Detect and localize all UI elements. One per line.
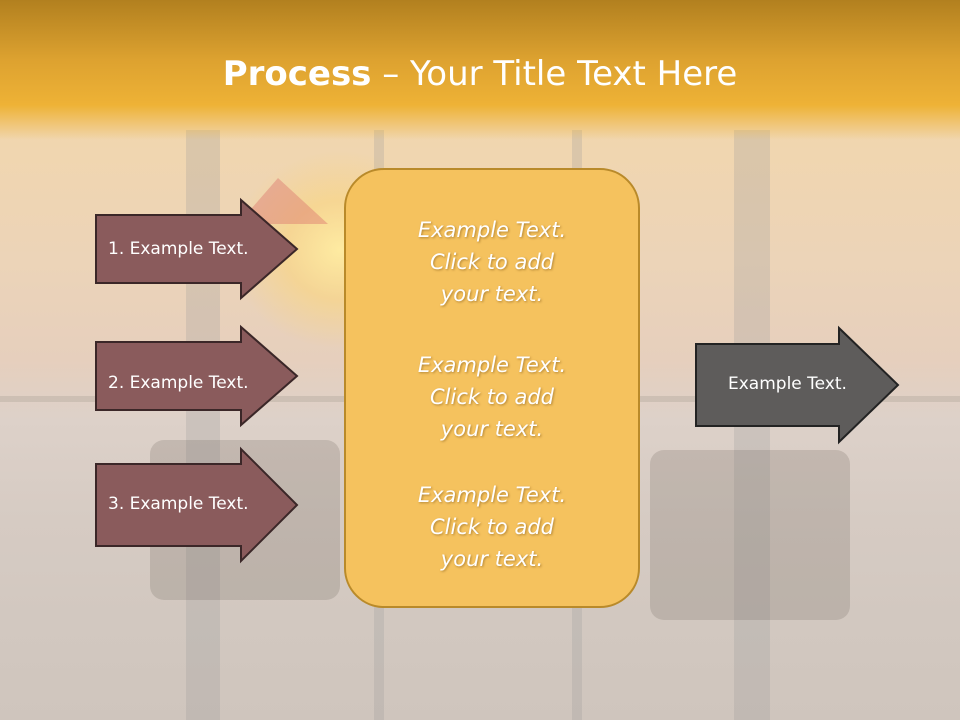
center-text-block-2[interactable]: Example Text. Click to add your text.	[346, 349, 638, 445]
slide-title[interactable]: Process – Your Title Text Here	[0, 52, 960, 96]
step-label: 3. Example Text.	[108, 494, 249, 514]
title-bold: Process	[222, 54, 372, 94]
center-text-line: your text.	[440, 282, 544, 306]
header-band	[0, 0, 960, 140]
step-label: 2. Example Text.	[108, 373, 249, 393]
result-arrow[interactable]: Example Text.	[695, 325, 900, 445]
center-text-line: your text.	[440, 417, 544, 441]
result-label: Example Text.	[728, 374, 847, 394]
title-rest: – Your Title Text Here	[371, 54, 738, 94]
center-content-box[interactable]: Example Text. Click to add your text. Ex…	[344, 168, 640, 608]
center-text-line: Click to add	[429, 250, 554, 274]
step-arrow-1[interactable]: 1. Example Text.	[95, 197, 299, 301]
center-text-line: Click to add	[429, 515, 554, 539]
arrow-right-icon	[95, 197, 299, 301]
center-text-block-1[interactable]: Example Text. Click to add your text.	[346, 214, 638, 310]
center-text-line: Example Text.	[417, 483, 567, 507]
seat-row-right	[650, 450, 850, 620]
center-text-line: Example Text.	[417, 353, 567, 377]
arrow-right-icon	[95, 324, 299, 428]
step-arrow-2[interactable]: 2. Example Text.	[95, 324, 299, 428]
arrow-right-icon	[95, 446, 299, 564]
center-text-line: Click to add	[429, 385, 554, 409]
center-text-line: your text.	[440, 547, 544, 571]
center-text-line: Example Text.	[417, 218, 567, 242]
step-arrow-3[interactable]: 3. Example Text.	[95, 446, 299, 564]
arrow-right-icon	[695, 325, 900, 445]
step-label: 1. Example Text.	[108, 239, 249, 259]
center-text-block-3[interactable]: Example Text. Click to add your text.	[346, 479, 638, 575]
